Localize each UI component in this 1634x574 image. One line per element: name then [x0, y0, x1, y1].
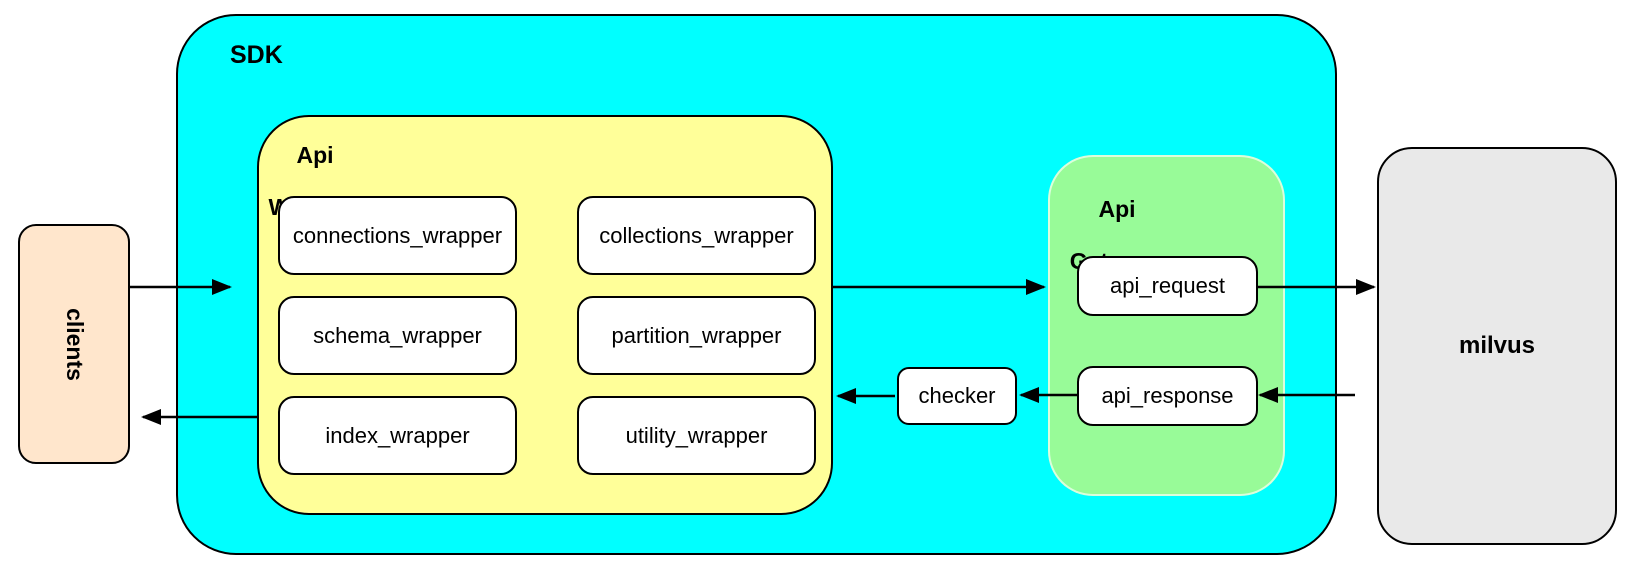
node-utility-wrapper: utility_wrapper: [577, 396, 816, 475]
clients-node: clients: [18, 224, 130, 464]
milvus-node: milvus: [1377, 147, 1617, 545]
node-checker: checker: [897, 367, 1017, 425]
node-partition-wrapper: partition_wrapper: [577, 296, 816, 375]
api-gateway-label-line1: Api: [1098, 196, 1136, 222]
node-api-response: api_response: [1077, 366, 1258, 426]
node-collections-wrapper: collections_wrapper: [577, 196, 816, 275]
node-connections-wrapper: connections_wrapper: [278, 196, 517, 275]
sdk-label: SDK: [230, 41, 283, 69]
node-api-request: api_request: [1077, 256, 1258, 316]
node-index-wrapper: index_wrapper: [278, 396, 517, 475]
node-schema-wrapper: schema_wrapper: [278, 296, 517, 375]
api-gateway-container: [1048, 155, 1285, 496]
clients-label: clients: [61, 307, 88, 381]
api-wrapper-label-line1: Api: [296, 142, 334, 168]
